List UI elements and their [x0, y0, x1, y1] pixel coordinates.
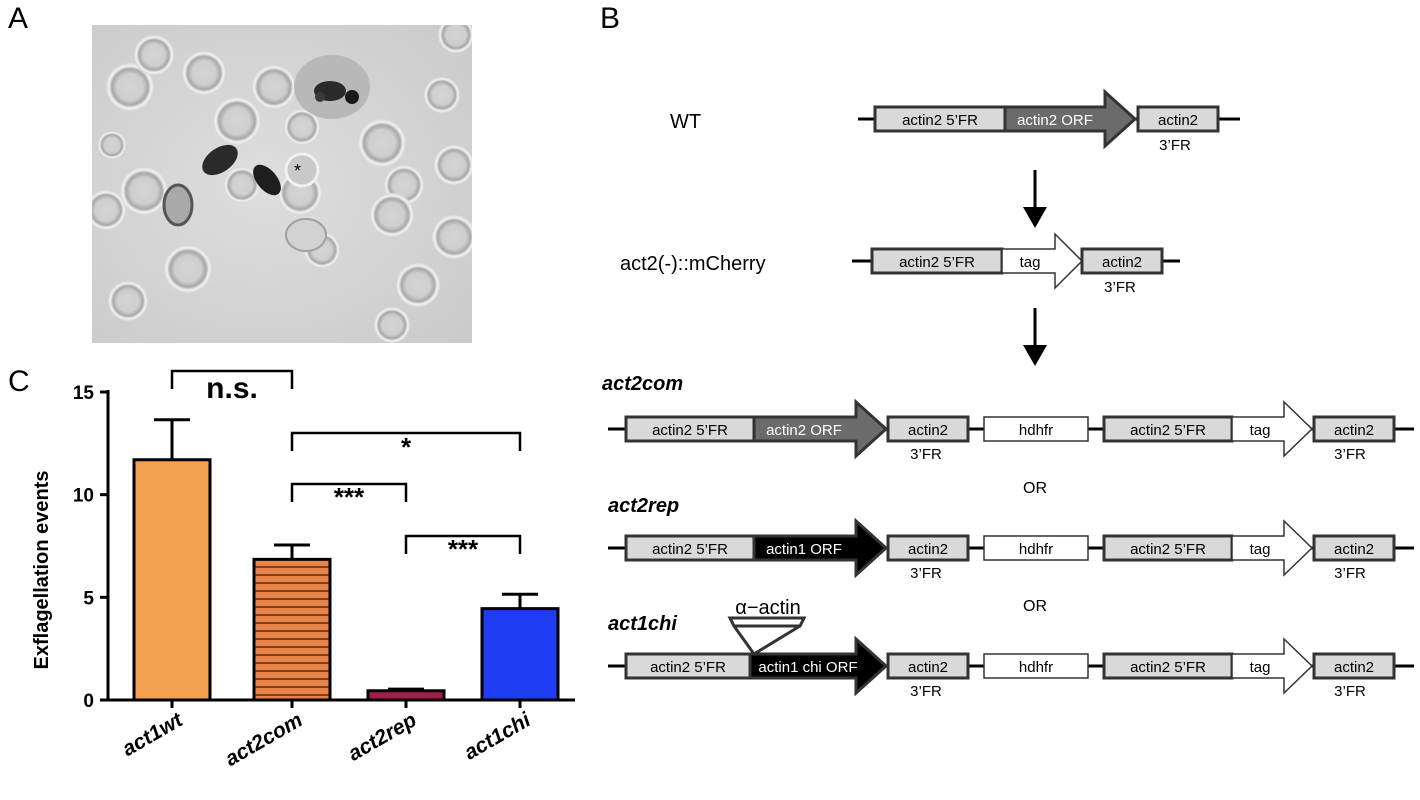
down-arrow-2: [1023, 308, 1047, 366]
significance-brackets: n.s.*******: [170, 369, 522, 564]
mcherry-3fr-box: [1080, 247, 1164, 275]
wt-label: WT: [670, 111, 701, 133]
mcherry-5fr-box: [870, 247, 1004, 275]
mcherry-3fr-sub: 3’FR: [1104, 279, 1136, 296]
act2com-3fr-sub: 3’FR: [910, 446, 942, 463]
sig-label: n.s.: [206, 372, 258, 405]
wt-orf-arrow: [1003, 88, 1138, 150]
act2rep-5fr-text: actin2 5’FR: [652, 541, 728, 558]
act2rep-hdhfr-text: hdhfr: [1019, 541, 1053, 558]
act1chi-5frb-text: actin2 5’FR: [1130, 659, 1206, 676]
act1chi-tag-text: tag: [1250, 659, 1271, 676]
x-label-act1wt: act1wt: [118, 708, 187, 761]
act2rep-3frb-text: actin2: [1334, 541, 1374, 558]
act2com-hdhfr-text: hdhfr: [1019, 422, 1053, 439]
mcherry-tag-text: tag: [1020, 254, 1041, 271]
act1chi-hdhfr-text: hdhfr: [1019, 659, 1053, 676]
panel-a-letter: A: [8, 2, 29, 35]
gene-construct-diagram: WT actin2 5’FR actin2 ORF actin2 3’FR ac…: [602, 88, 1414, 700]
act1chi-3fr-text: actin2: [908, 659, 948, 676]
act2com-5fr-text: actin2 5’FR: [652, 422, 728, 439]
down-arrow-1: [1023, 170, 1047, 228]
microscopy-image: *: [92, 25, 472, 343]
panel-c-letter: C: [8, 365, 30, 398]
act1chi-construct: act1chi α−actin actin2 5’FR actin1 chi O…: [608, 597, 1414, 700]
act2rep-3fr-sub: 3’FR: [910, 565, 942, 582]
y-tick-label: 0: [83, 691, 94, 712]
act2rep-orf-text: actin1 ORF: [766, 541, 842, 558]
bar-act2rep: [366, 689, 446, 702]
mcherry-5fr-text: actin2 5’FR: [899, 254, 975, 271]
x-label-act2com: act2com: [221, 708, 306, 771]
alpha-actin-insert: [727, 616, 807, 628]
alpha-actin-label: α−actin: [735, 597, 801, 619]
wt-3fr-box: [1136, 105, 1220, 133]
x-label-act1chi: act1chi: [460, 708, 535, 765]
bar-act1wt: [132, 458, 212, 702]
sig-label: ***: [334, 482, 365, 512]
act1chi-5fr-text: actin2 5’FR: [650, 659, 726, 676]
act2com-orf-text: actin2 ORF: [766, 422, 842, 439]
act2rep-label: act2rep: [608, 495, 679, 517]
sig-bracket: [290, 482, 408, 502]
y-tick-label: 15: [73, 383, 95, 404]
act1chi-3fr-sub: 3’FR: [910, 683, 942, 700]
y-tick-label: 10: [73, 486, 94, 507]
wt-construct: WT actin2 5’FR actin2 ORF actin2 3’FR: [670, 88, 1240, 154]
microscopy-svg: *: [92, 25, 472, 343]
wt-3fr-sub: 3’FR: [1159, 137, 1191, 154]
or-label-2: OR: [1023, 598, 1047, 615]
act2com-5frb-text: actin2 5’FR: [1130, 422, 1206, 439]
mcherry-3fr-text: actin2: [1102, 254, 1142, 271]
sig-label: ***: [448, 534, 479, 564]
sig-bracket: [290, 431, 522, 451]
wt-orf-text: actin2 ORF: [1017, 112, 1093, 129]
act2rep-5frb-text: actin2 5’FR: [1130, 541, 1206, 558]
parasite-cluster: [162, 55, 370, 252]
act1chi-orf-text: actin1 chi ORF: [758, 659, 857, 676]
chart-bars: [132, 418, 560, 702]
x-label-act2rep: act2rep: [344, 708, 420, 765]
act2com-3frb-sub: 3’FR: [1334, 446, 1366, 463]
act1chi-3frb-text: actin2: [1334, 659, 1374, 676]
act2rep-3fr-text: actin2: [908, 541, 948, 558]
act2com-3frb-text: actin2: [1334, 422, 1374, 439]
act2com-construct: act2com actin2 5’FR actin2 ORF actin2 3’…: [602, 373, 1414, 463]
panel-b-letter: B: [600, 2, 621, 35]
y-tick-label: 5: [83, 588, 94, 609]
red-blood-cells: [92, 25, 472, 343]
act2rep-construct: act2rep actin2 5’FR actin1 ORF actin2 3’…: [608, 495, 1414, 582]
act1chi-3frb-sub: 3’FR: [1334, 683, 1366, 700]
sig-bracket: [404, 534, 522, 554]
mcherry-construct: act2(-)::mCherry actin2 5’FR tag actin2 …: [620, 232, 1180, 296]
act2rep-tag-text: tag: [1250, 541, 1271, 558]
asterisk-marker: *: [294, 161, 301, 181]
act2com-label: act2com: [602, 373, 683, 395]
sig-bracket: [170, 369, 294, 389]
wt-5fr-text: actin2 5’FR: [902, 112, 978, 129]
wt-3fr-text: actin2: [1158, 112, 1198, 129]
bar-act2com: [252, 557, 332, 702]
act2com-tag-text: tag: [1250, 422, 1271, 439]
act2com-3fr-text: actin2: [908, 422, 948, 439]
act2rep-3frb-sub: 3’FR: [1334, 565, 1366, 582]
act1chi-label: act1chi: [608, 613, 677, 635]
y-axis-label: Exflagellation events: [31, 471, 53, 670]
mcherry-tag-arrow: [1001, 232, 1084, 290]
or-label-1: OR: [1023, 480, 1047, 497]
bar-act1chi: [480, 607, 560, 702]
sig-label: *: [401, 432, 412, 462]
x-tick-labels: act1wt act2com act2rep act1chi: [118, 708, 535, 771]
mcherry-label: act2(-)::mCherry: [620, 253, 766, 275]
